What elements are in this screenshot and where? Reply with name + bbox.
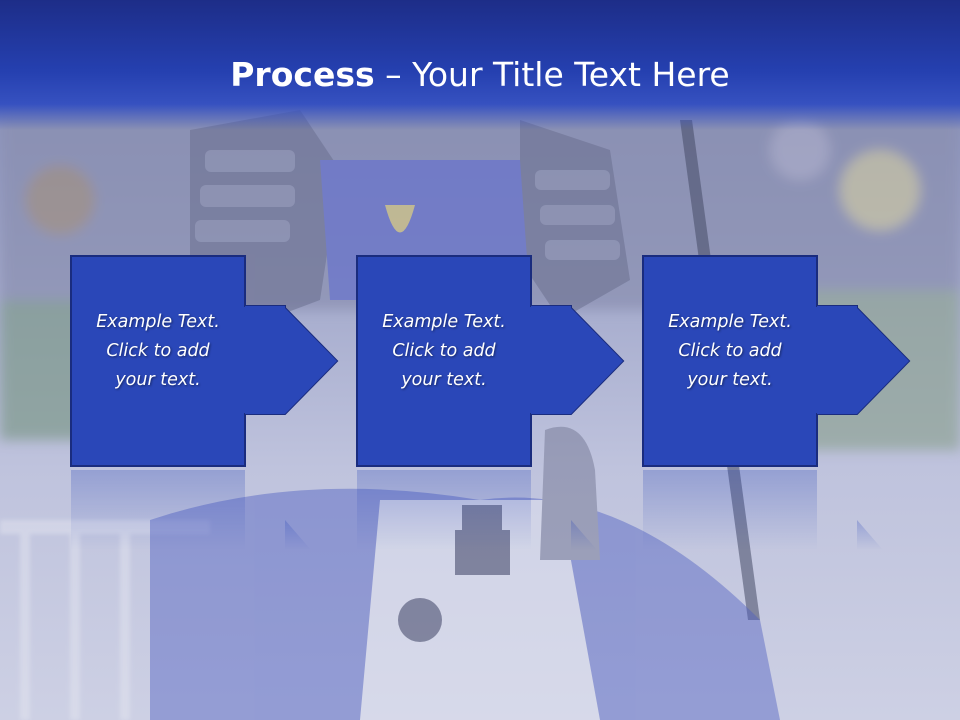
step-2-arrow-shape [356,255,625,467]
step-2-reflection [357,470,597,550]
process-step-1[interactable]: Example Text. Click to add your text. [70,255,371,467]
title-rest-text: – Your Title Text Here [374,55,730,94]
step-1-reflection [71,470,311,550]
slide-title[interactable]: Process – Your Title Text Here [0,50,960,100]
step-3-text: Example Text. Click to add your text. [643,308,817,395]
step-2-line-2: Click to add [392,341,496,361]
process-step-2[interactable]: Example Text. Click to add your text. [356,255,657,467]
step-2-text: Example Text. Click to add your text. [357,308,531,395]
title-bold-text: Process [230,55,375,94]
step-1-line-2: Click to add [106,341,210,361]
step-2-line-1: Example Text. [382,312,506,332]
step-1-text: Example Text. Click to add your text. [71,308,245,395]
step-3-line-1: Example Text. [668,312,792,332]
step-3-reflection [643,470,883,550]
title-bar [0,0,960,130]
step-3-line-2: Click to add [678,341,782,361]
step-1-line-3: your text. [115,370,201,390]
step-1-arrow-shape [70,255,339,467]
step-1-line-1: Example Text. [96,312,220,332]
step-3-arrow-shape [642,255,911,467]
step-2-line-3: your text. [401,370,487,390]
step-3-line-3: your text. [687,370,773,390]
process-step-3[interactable]: Example Text. Click to add your text. [642,255,943,467]
